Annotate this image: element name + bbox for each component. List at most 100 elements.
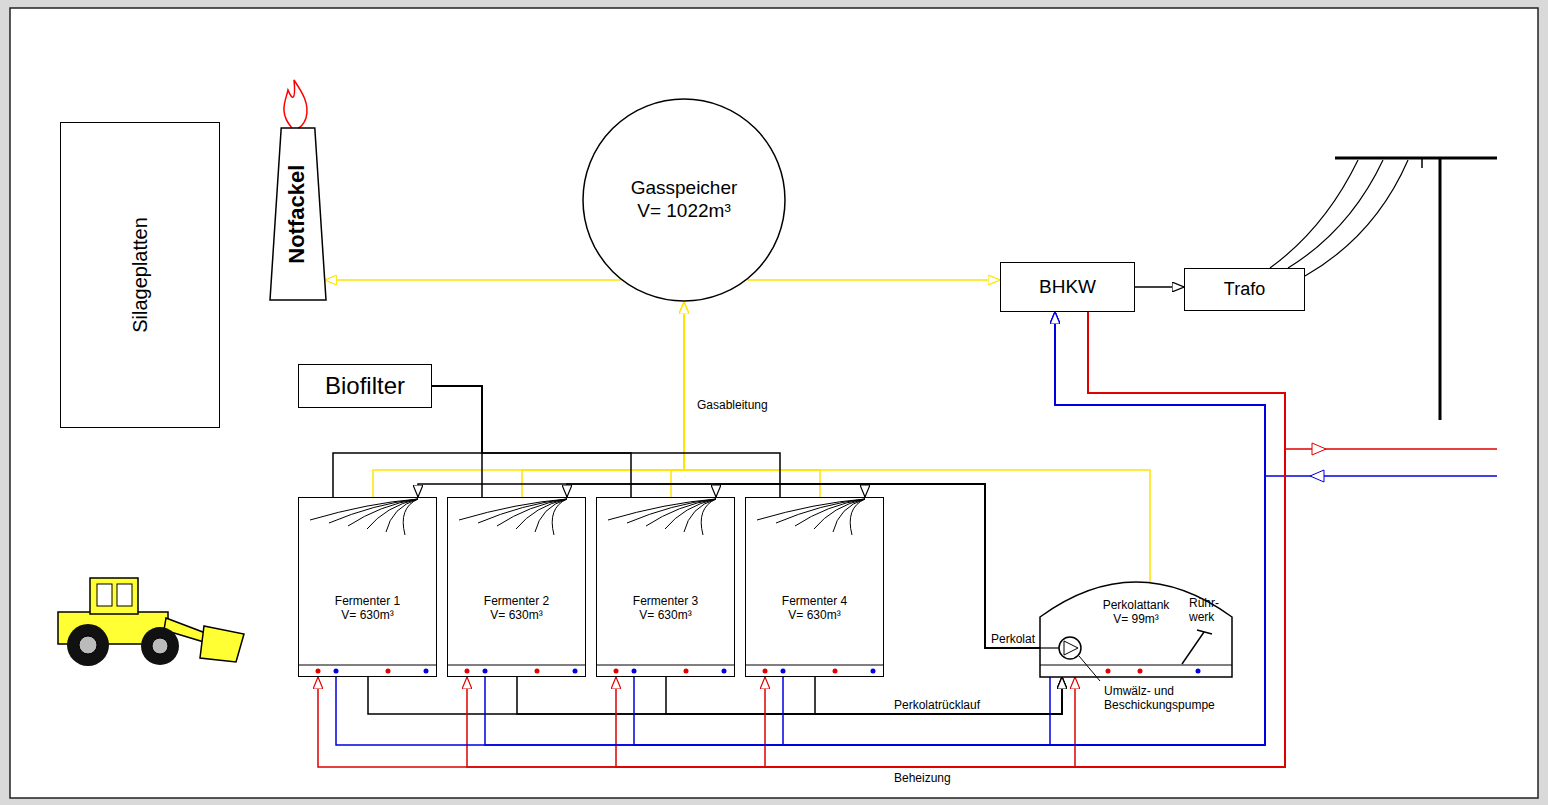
percolate-pipe xyxy=(815,677,1062,714)
heat-port xyxy=(1138,669,1143,674)
gas-pipe xyxy=(684,302,820,497)
heating-supply-pipe xyxy=(765,312,1285,767)
node-text: BHKW xyxy=(1039,276,1096,299)
heating-supply-pipe xyxy=(318,312,1285,767)
tank-outline xyxy=(1040,582,1232,677)
transformer: Trafo xyxy=(1184,268,1305,311)
heat-port xyxy=(722,669,727,674)
loader-cab xyxy=(90,578,138,614)
heat-port xyxy=(386,669,391,674)
heat-port xyxy=(833,669,838,674)
gas-pipe xyxy=(671,302,684,497)
spray-line xyxy=(850,499,865,535)
heat-port xyxy=(535,669,540,674)
floor-heating-band xyxy=(1040,665,1232,666)
loader-wheel xyxy=(67,624,109,666)
spray-nozzle xyxy=(757,499,865,535)
wheel-loader xyxy=(58,578,244,666)
fermenter: Fermenter 2V= 630m³ xyxy=(447,497,586,677)
edge-label: Perkolat xyxy=(990,632,1036,646)
pump-triangle xyxy=(1064,641,1078,655)
node-text: V= 630m³ xyxy=(788,608,840,622)
heat-port xyxy=(781,669,786,674)
spray-line xyxy=(552,499,567,535)
flare-outline xyxy=(270,128,326,300)
node-text: Silageplatten xyxy=(82,263,198,287)
node-text: Fermenter 1 xyxy=(335,594,400,608)
emergency-flare: Notfackel xyxy=(270,128,326,300)
heating-return-pipe xyxy=(783,312,1265,745)
percolate-pipe xyxy=(865,484,1040,648)
loader-window xyxy=(117,584,132,606)
node-text: Notfackel xyxy=(248,201,347,227)
heating-return-pipe xyxy=(485,312,1265,745)
floor-heating-band xyxy=(596,665,735,666)
heat-port xyxy=(334,669,339,674)
percolate-pipe xyxy=(432,386,631,497)
fermenter: Fermenter 3V= 630m³ xyxy=(596,497,735,677)
heat-port xyxy=(1196,669,1201,674)
silage-plate: Silageplatten xyxy=(60,122,220,428)
biofilter: Biofilter xyxy=(298,364,432,408)
heat-port xyxy=(1106,669,1111,674)
floor-heating-band xyxy=(745,665,884,666)
gas-storage: GasspeicherV= 1022m³ xyxy=(582,98,786,302)
gas-pipe xyxy=(747,279,1000,281)
percolate-pipe xyxy=(567,484,1040,648)
percolate-tank: PerkolattankV= 99m³ xyxy=(1040,582,1232,677)
spray-line xyxy=(833,499,865,532)
spray-nozzle xyxy=(310,499,418,535)
node-text: Biofilter xyxy=(325,372,405,401)
circle-outline xyxy=(582,98,786,302)
heat-port xyxy=(614,669,619,674)
flame xyxy=(284,80,307,128)
spray-nozzle xyxy=(608,499,716,535)
edge-label: Gasableitung xyxy=(696,398,769,412)
percolate-pipe xyxy=(1135,286,1184,288)
percolate-pipe xyxy=(368,677,1062,714)
district-heat-lines xyxy=(1265,443,1497,482)
heat-port xyxy=(465,669,470,674)
percolate-pipe xyxy=(333,386,482,497)
fermenter-fittings xyxy=(298,499,884,674)
tank-outline xyxy=(1040,582,1232,677)
heating-supply-pipe xyxy=(616,312,1285,767)
heating-return-pipe xyxy=(1050,312,1265,745)
power-pole xyxy=(1270,158,1497,420)
floor-heating-band xyxy=(447,665,586,666)
node-text: Fermenter 3 xyxy=(633,594,698,608)
spray-line xyxy=(386,499,418,532)
heat-port xyxy=(316,669,321,674)
gas-pipe xyxy=(325,279,621,281)
node-text: Fermenter 4 xyxy=(782,594,847,608)
loader-wheel xyxy=(141,627,179,665)
node-text: V= 630m³ xyxy=(639,608,691,622)
stirrer-head xyxy=(1197,630,1212,634)
node-text: Gasspeicher xyxy=(631,177,738,200)
heat-port xyxy=(483,669,488,674)
power-line xyxy=(1305,160,1408,276)
part-label: Rühr- werk xyxy=(1188,596,1220,625)
spray-line xyxy=(403,499,418,535)
arrowhead xyxy=(1312,443,1326,455)
loader-hub xyxy=(79,636,97,654)
gas-pipe xyxy=(684,302,1150,582)
node-text: Perkolattank xyxy=(1103,598,1170,612)
arrowhead xyxy=(1310,470,1324,482)
part-label: Umwälz- und Beschickungspumpe xyxy=(1103,684,1230,713)
pole-stub xyxy=(1421,158,1423,168)
fermenter: Fermenter 4V= 630m³ xyxy=(745,497,884,677)
node-text: V= 99m³ xyxy=(1113,612,1159,626)
loader-hub xyxy=(152,638,168,654)
edge-label: Beheizung xyxy=(893,771,952,785)
leader-line xyxy=(1079,656,1100,681)
pump-pipe xyxy=(1040,647,1059,648)
loader-bucket xyxy=(200,626,244,662)
percolate-pipe xyxy=(418,484,1040,648)
heat-port xyxy=(684,669,689,674)
pump-symbol xyxy=(1059,637,1081,659)
